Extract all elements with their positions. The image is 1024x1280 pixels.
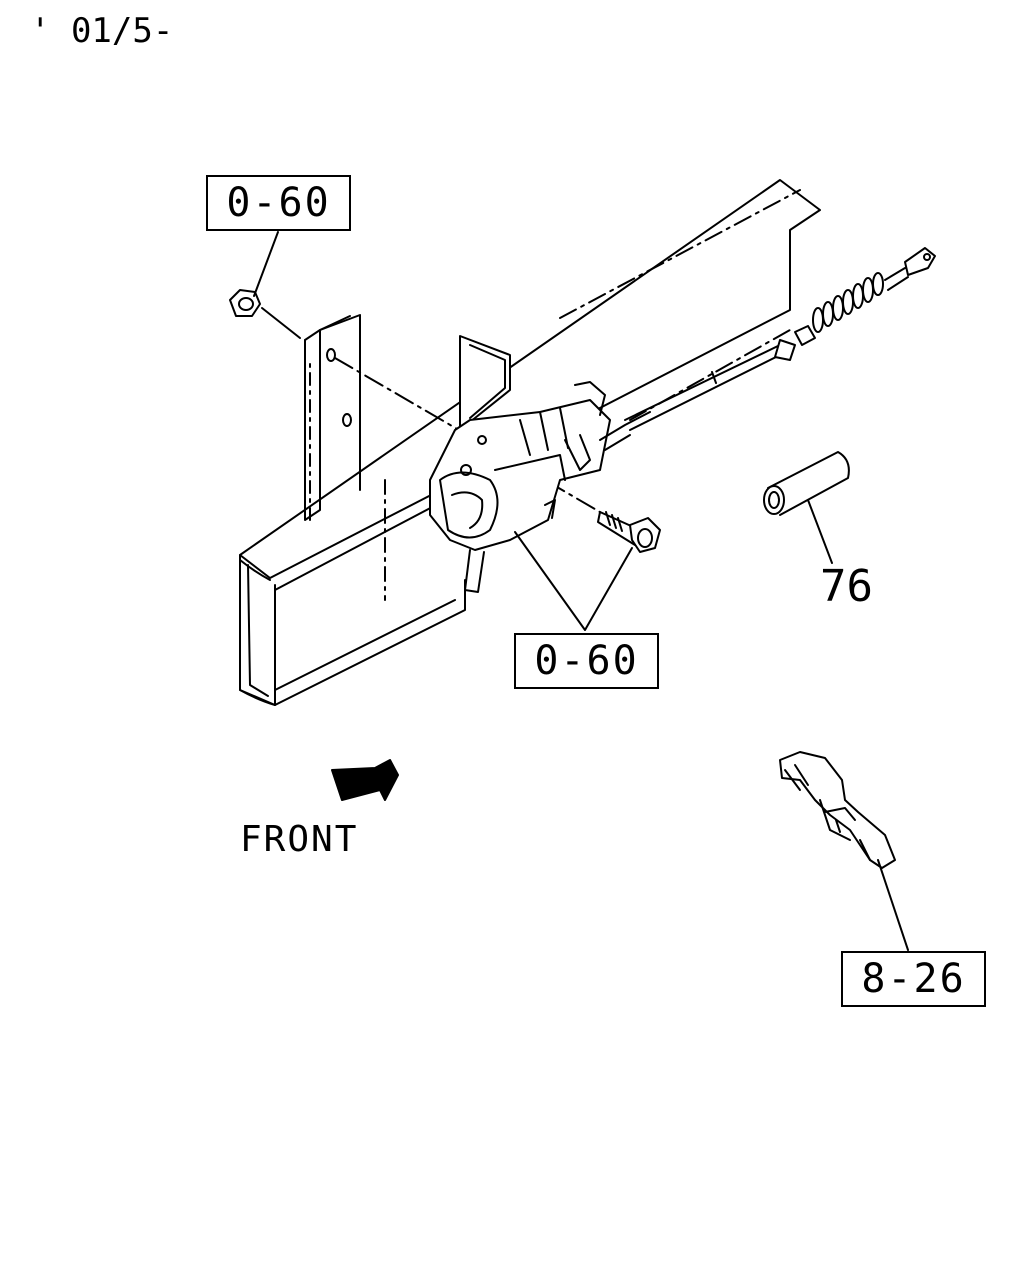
callout-spacer[interactable]: 76 — [820, 561, 873, 612]
leader-bolt — [514, 531, 633, 631]
date-code: ' 01/5- — [30, 11, 174, 51]
nut[interactable] — [229, 231, 301, 339]
cable-spring — [812, 247, 936, 333]
actuator-assembly[interactable] — [429, 325, 816, 593]
spacer[interactable] — [763, 451, 850, 564]
front-label: FRONT — [240, 819, 359, 860]
callout-box-clip[interactable]: 8-26 — [841, 951, 986, 1007]
callout-box-nut[interactable]: 0-60 — [206, 175, 351, 231]
frame-rail — [239, 179, 821, 706]
callout-box-bolt[interactable]: 0-60 — [514, 633, 659, 689]
clip[interactable] — [779, 751, 909, 951]
bracket — [304, 314, 361, 521]
front-arrow-icon — [331, 759, 399, 801]
bolt[interactable] — [597, 511, 661, 553]
